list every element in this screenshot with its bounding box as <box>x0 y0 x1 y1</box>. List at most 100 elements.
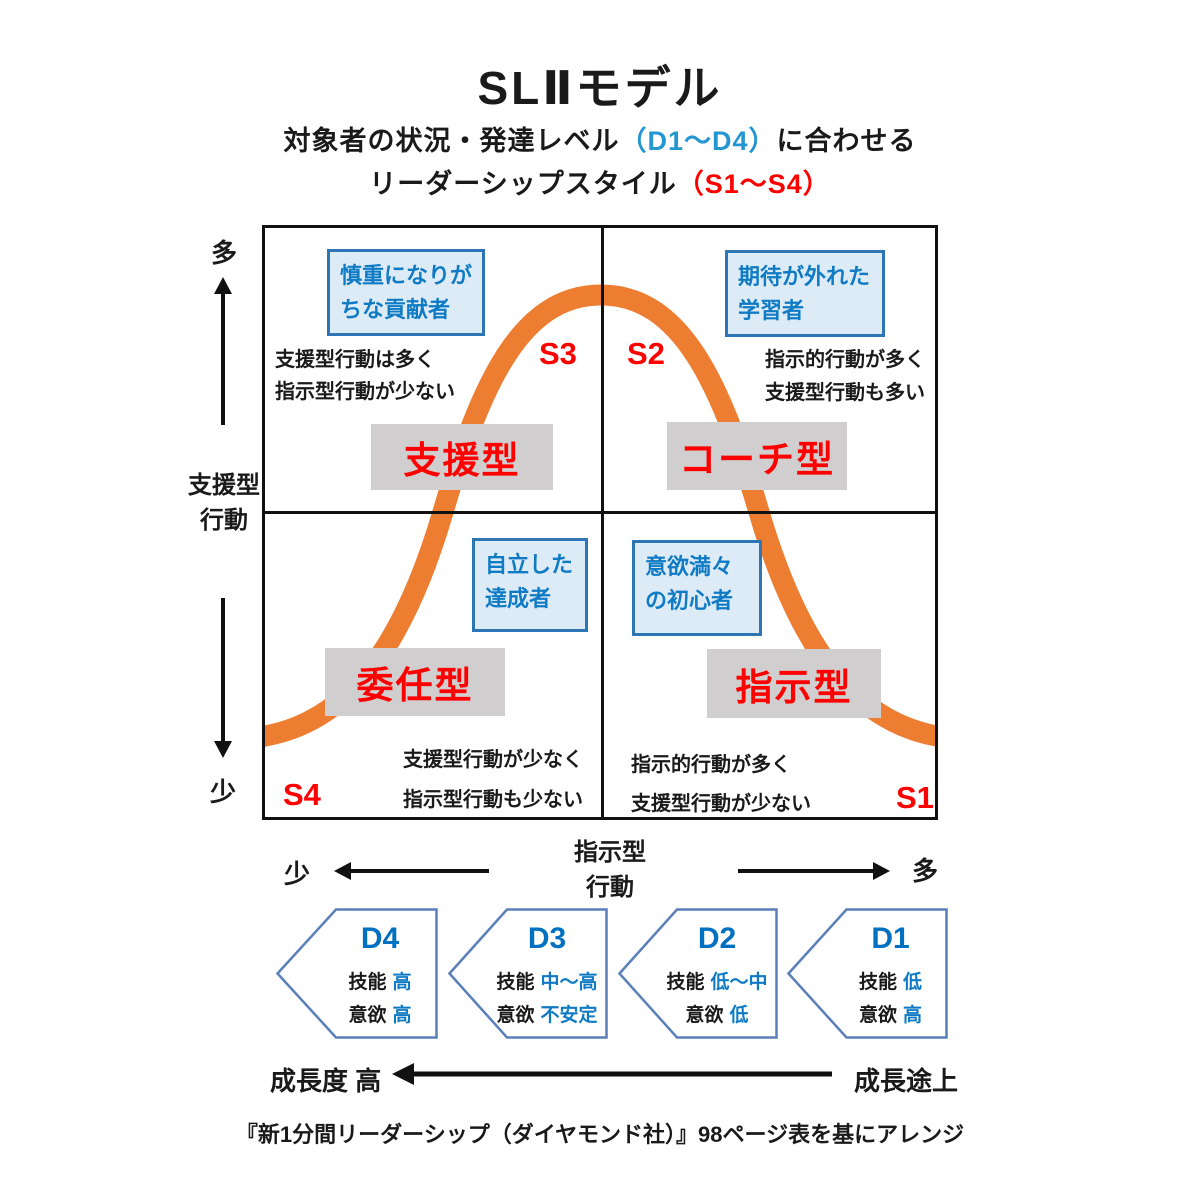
level-d4-will-row: 意欲高 <box>326 999 434 1032</box>
right-arrow-icon <box>738 861 890 881</box>
skill-label: 技能 <box>858 972 897 993</box>
skill-label: 技能 <box>666 972 705 993</box>
grid-vertical-divider <box>601 228 604 817</box>
subtitle-line1: 対象者の状況・発達レベル（D1～D4）に合わせる <box>0 119 1200 158</box>
persona-s4-line2: 達成者 <box>485 586 552 611</box>
level-chevron-d4: D4 技能高 意欲高 <box>276 908 438 1039</box>
subtitle-line2-text: リーダーシップスタイル <box>369 169 677 199</box>
down-arrow-shaft <box>221 598 225 743</box>
persona-s1-line1: 意欲満々 <box>645 554 734 579</box>
style-box-s2: コーチ型 <box>667 422 847 490</box>
desc-s3-line2: 指示型行動が少ない <box>275 381 455 403</box>
directive-axis-low-label: 少 <box>284 859 311 889</box>
style-box-s4: 委任型 <box>325 648 505 716</box>
growth-start-label: 成長途上 <box>854 1066 959 1096</box>
level-d1-content: D1 技能低 意欲高 <box>837 920 944 1032</box>
directive-axis-label-line2: 行動 <box>586 874 634 901</box>
down-arrow-icon <box>213 598 233 758</box>
level-d4-skill-row: 技能高 <box>326 966 434 999</box>
desc-s1-line1: 指示的行動が多く <box>631 754 791 776</box>
up-arrow-head <box>214 277 232 294</box>
s2-code-label: S2 <box>627 336 665 371</box>
level-d2-content: D2 技能低～中 意欲低 <box>660 920 774 1032</box>
will-label: 意欲 <box>496 1005 535 1026</box>
desc-s2-line1: 指示的行動が多く <box>765 349 925 371</box>
level-d3-will-row: 意欲不安定 <box>490 999 604 1032</box>
level-chevron-d2: D2 技能低～中 意欲低 <box>618 908 778 1039</box>
quadrant-grid: 慎重になりが ちな貢献者 支援型行動は多く 指示型行動が少ない S3 支援型 期… <box>262 225 938 820</box>
quadrant-desc-s4: 支援型行動が少なく 指示型行動も少ない <box>403 740 583 820</box>
skill-label: 技能 <box>348 972 387 993</box>
subtitle-line1-suffix: に合わせる <box>776 126 917 156</box>
persona-s2-line1: 期待が外れた <box>738 264 871 289</box>
desc-s4-line2: 指示型行動も少ない <box>403 789 583 811</box>
persona-s1-line2: の初心者 <box>645 588 734 613</box>
skill-value: 低～中 <box>710 972 768 993</box>
level-d2-code: D2 <box>697 922 737 955</box>
level-chevron-d1: D1 技能低 意欲高 <box>787 908 948 1039</box>
growth-high-label: 成長度 高 <box>270 1066 382 1096</box>
down-arrow-head <box>214 741 232 758</box>
skill-label: 技能 <box>496 972 535 993</box>
level-d4-code: D4 <box>360 922 400 955</box>
level-d1-code: D1 <box>871 922 910 955</box>
will-value: 不安定 <box>540 1005 598 1026</box>
directive-axis-high-label: 多 <box>912 856 939 886</box>
support-axis-low-label: 少 <box>210 777 237 807</box>
growth-arrow-head <box>392 1063 414 1085</box>
style-box-s1: 指示型 <box>707 649 881 718</box>
growth-arrow-shaft <box>412 1071 832 1077</box>
persona-box-s2: 期待が外れた 学習者 <box>725 250 885 337</box>
support-axis-high-label: 多 <box>211 238 238 268</box>
level-d3-content: D3 技能中～高 意欲不安定 <box>490 920 604 1032</box>
subtitle-line2: リーダーシップスタイル（S1～S4） <box>0 162 1200 201</box>
desc-s1-line2: 支援型行動が少ない <box>631 793 811 815</box>
up-arrow-icon <box>213 277 233 425</box>
persona-s3-line1: 慎重になりが <box>340 263 473 288</box>
chevron-left-shape <box>618 908 778 1039</box>
right-arrow-head <box>873 862 890 880</box>
desc-s4-line1: 支援型行動が少なく <box>403 749 583 771</box>
support-axis-label-line2: 行動 <box>200 507 248 534</box>
desc-s3-line1: 支援型行動は多く <box>275 349 435 371</box>
will-label: 意欲 <box>858 1005 897 1026</box>
level-d1-will-row: 意欲高 <box>837 999 944 1032</box>
chevron-left-shape <box>787 908 948 1039</box>
will-label: 意欲 <box>348 1005 387 1026</box>
left-arrow-head <box>334 862 351 880</box>
chevron-left-shape <box>448 908 608 1039</box>
grid-horizontal-divider <box>265 511 935 514</box>
will-value: 高 <box>903 1005 923 1026</box>
left-arrow-icon <box>334 861 489 881</box>
persona-s2-line2: 学習者 <box>738 298 805 323</box>
directive-axis-label: 指示型 行動 <box>570 835 650 905</box>
page-title: SLⅡモデル <box>477 62 723 114</box>
persona-box-s4: 自立した 達成者 <box>472 538 588 632</box>
support-axis-label: 支援型 行動 <box>188 468 260 538</box>
persona-s4-line1: 自立した <box>485 552 574 577</box>
quadrant-desc-s2: 指示的行動が多く 支援型行動も多い <box>765 344 925 410</box>
skill-value: 低 <box>903 972 923 993</box>
persona-box-s3: 慎重になりが ちな貢献者 <box>327 249 485 336</box>
level-d2-skill-row: 技能低～中 <box>660 966 774 999</box>
skill-value: 中～高 <box>540 972 598 993</box>
d-range-highlight: （D1～D4） <box>619 126 777 156</box>
persona-s3-line2: ちな貢献者 <box>340 297 451 322</box>
s1-code-label: S1 <box>896 780 934 815</box>
chevron-left-shape <box>276 908 438 1039</box>
desc-s2-line2: 支援型行動も多い <box>765 382 925 404</box>
skill-value: 高 <box>392 972 412 993</box>
s-range-highlight: （S1～S4） <box>676 169 831 199</box>
support-axis-label-line1: 支援型 <box>188 472 260 499</box>
style-box-s3: 支援型 <box>371 424 553 490</box>
citation: 『新1分間リーダーシップ（ダイヤモンド社）』98ページ表を基にアレンジ <box>235 1122 965 1147</box>
level-d2-will-row: 意欲低 <box>660 999 774 1032</box>
directive-axis-label-line1: 指示型 <box>574 839 646 866</box>
left-arrow-shaft <box>349 869 489 873</box>
quadrant-desc-s3: 支援型行動は多く 指示型行動が少ない <box>275 344 455 408</box>
growth-left-arrow-icon <box>392 1063 832 1085</box>
will-value: 低 <box>729 1005 749 1026</box>
level-d4-content: D4 技能高 意欲高 <box>326 920 434 1032</box>
up-arrow-shaft <box>221 292 225 425</box>
quadrant-desc-s1: 指示的行動が多く 支援型行動が少ない <box>631 746 811 824</box>
